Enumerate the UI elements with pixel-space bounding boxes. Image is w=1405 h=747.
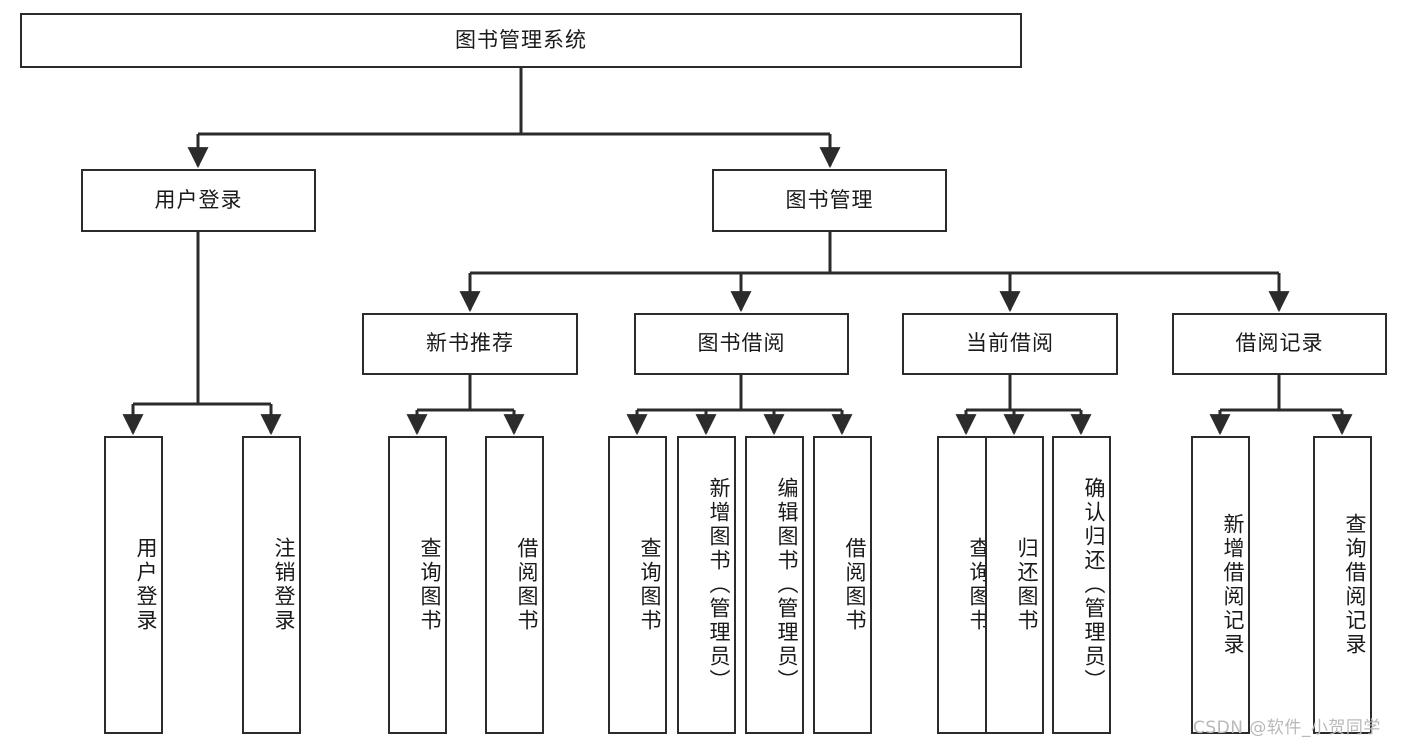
leaf-user-login[interactable]: 用户登录 xyxy=(104,436,163,734)
node-book-borrow[interactable]: 图书借阅 xyxy=(634,313,849,375)
leaf-add-book-label: 新增图书（管理员） xyxy=(707,477,731,693)
node-root-label: 图书管理系统 xyxy=(455,27,587,52)
leaf-query-book-2-label: 查询图书 xyxy=(638,537,662,633)
node-new-book-rec[interactable]: 新书推荐 xyxy=(362,313,578,375)
node-book-manage[interactable]: 图书管理 xyxy=(712,169,947,232)
leaf-add-book[interactable]: 新增图书（管理员） xyxy=(677,436,736,734)
node-user-login-label: 用户登录 xyxy=(154,187,243,212)
node-user-login[interactable]: 用户登录 xyxy=(81,169,316,232)
leaf-edit-book[interactable]: 编辑图书（管理员） xyxy=(745,436,804,734)
node-book-manage-label: 图书管理 xyxy=(785,187,874,212)
leaf-query-record-label: 查询借阅记录 xyxy=(1343,513,1367,657)
node-book-borrow-label: 图书借阅 xyxy=(697,331,786,356)
node-current-borrow-label: 当前借阅 xyxy=(966,331,1054,356)
leaf-query-book-2[interactable]: 查询图书 xyxy=(608,436,667,734)
leaf-user-logout-label: 注销登录 xyxy=(272,537,296,633)
leaf-borrow-book-1-label: 借阅图书 xyxy=(515,537,539,633)
leaf-return-book[interactable]: 归还图书 xyxy=(985,436,1044,734)
leaf-add-record[interactable]: 新增借阅记录 xyxy=(1191,436,1250,734)
csdn-watermark: CSDN @软件_小贺同学 xyxy=(1193,718,1381,738)
leaf-confirm-return[interactable]: 确认归还（管理员） xyxy=(1052,436,1111,734)
leaf-query-book-1[interactable]: 查询图书 xyxy=(388,436,447,734)
leaf-user-login-label: 用户登录 xyxy=(134,537,158,633)
leaf-confirm-return-label: 确认归还（管理员） xyxy=(1082,477,1106,693)
leaf-query-book-1-label: 查询图书 xyxy=(418,537,442,633)
node-new-book-rec-label: 新书推荐 xyxy=(426,331,514,356)
leaf-add-record-label: 新增借阅记录 xyxy=(1221,513,1245,657)
node-borrow-record-label: 借阅记录 xyxy=(1235,331,1324,356)
node-borrow-record[interactable]: 借阅记录 xyxy=(1172,313,1387,375)
leaf-borrow-book-1[interactable]: 借阅图书 xyxy=(485,436,544,734)
node-current-borrow[interactable]: 当前借阅 xyxy=(902,313,1118,375)
leaf-edit-book-label: 编辑图书（管理员） xyxy=(775,477,799,693)
node-root[interactable]: 图书管理系统 xyxy=(20,13,1022,68)
leaf-borrow-book-2-label: 借阅图书 xyxy=(843,537,867,633)
leaf-query-record[interactable]: 查询借阅记录 xyxy=(1313,436,1372,734)
leaf-return-book-label: 归还图书 xyxy=(1015,537,1039,633)
leaf-user-logout[interactable]: 注销登录 xyxy=(242,436,301,734)
leaf-borrow-book-2[interactable]: 借阅图书 xyxy=(813,436,872,734)
